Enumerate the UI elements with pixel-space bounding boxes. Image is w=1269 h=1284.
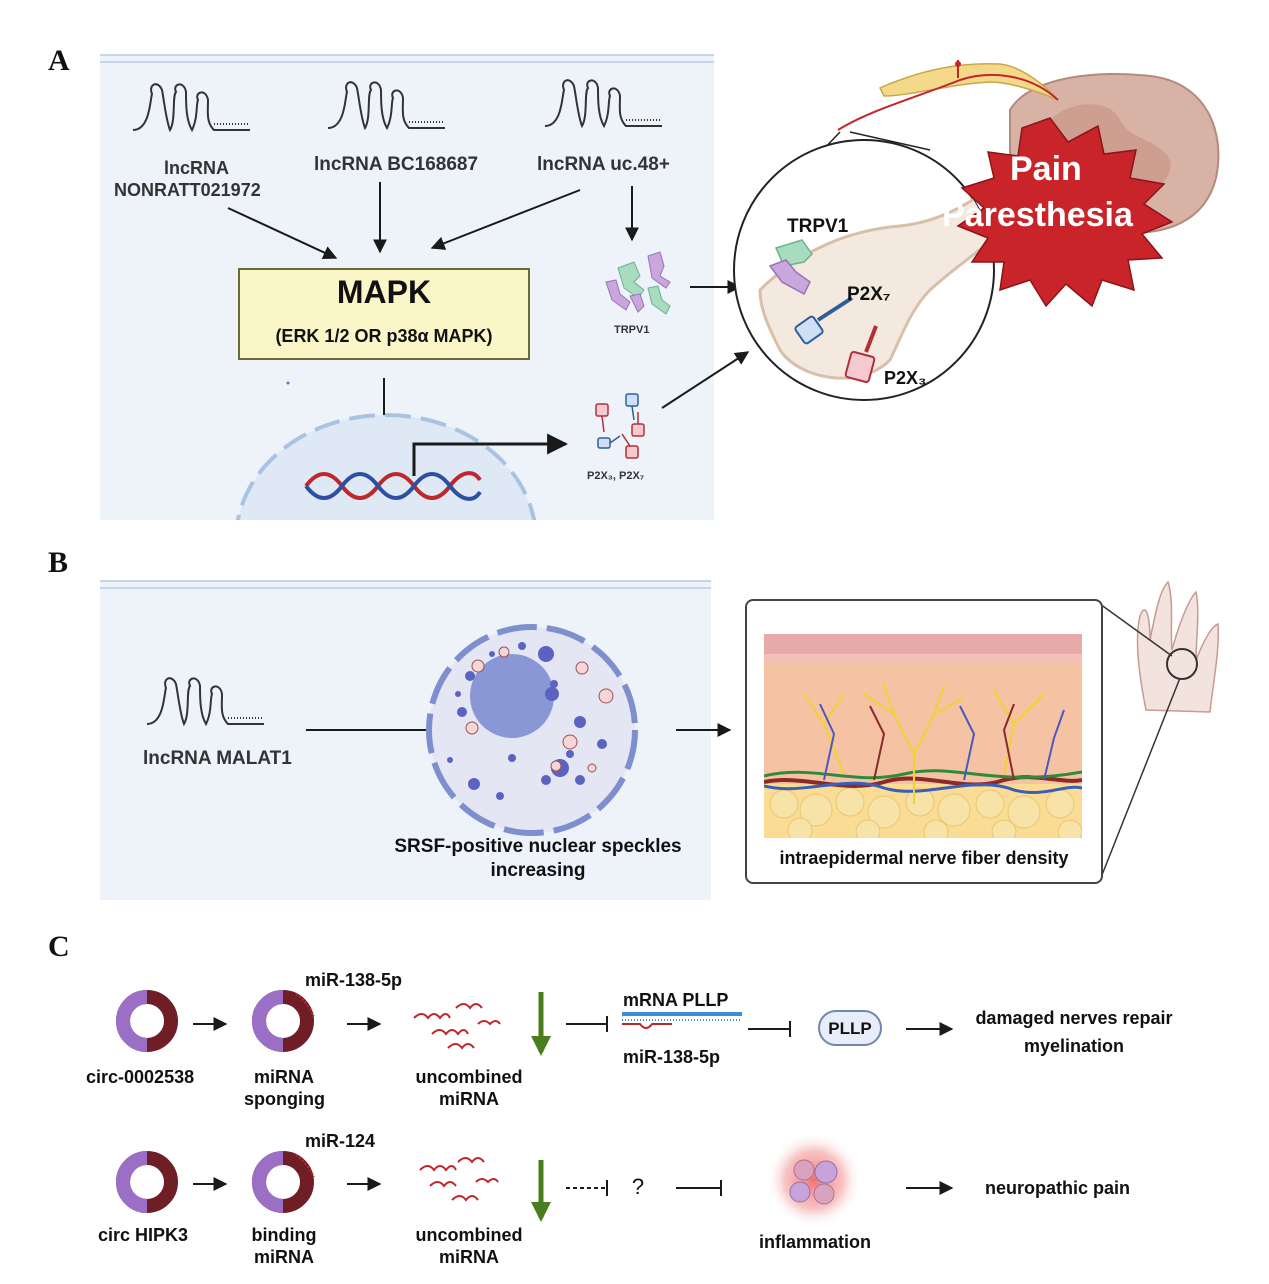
arrow-uc-to-mapk: [430, 189, 581, 250]
mirna-sponging-label-2: sponging: [244, 1089, 325, 1109]
nucleus-icon: [235, 413, 537, 520]
inflammation-label: inflammation: [758, 1232, 871, 1252]
speckles-label-2: increasing: [490, 860, 586, 881]
lncrna-nonratt-icon: [132, 83, 250, 133]
lncrna-uc-label: lncRNA uc.48+: [537, 154, 670, 175]
lncrna-bc-icon: [327, 81, 445, 131]
transcription-arrow: [412, 433, 569, 476]
nerve-density-label: intraepidermal nerve fiber density: [779, 848, 1069, 868]
pllp-pill: [818, 1010, 882, 1046]
mir-124-label: miR-124: [305, 1131, 376, 1151]
arrow-p2x-to-circle: [661, 351, 750, 409]
neuropathic-pain-label: neuropathic pain: [985, 1178, 1131, 1198]
pain-burst-icon: [956, 117, 1174, 308]
p2x3-big-icon: [844, 325, 878, 383]
mirna-sponging-icon: [252, 990, 315, 1052]
pllp-label: PLLP: [828, 1019, 872, 1038]
circ-0002538-icon: [116, 990, 178, 1052]
arrow-nonratt-to-mapk: [227, 207, 338, 260]
mapk-box: [238, 268, 530, 360]
binding-mirna-label-2: miRNA: [253, 1247, 314, 1267]
mrna-pllp-label: mRNA PLLP: [623, 990, 729, 1010]
lncrna-malat1-icon: [146, 677, 264, 727]
uncombined-mirna-cluster-2: [419, 1157, 499, 1202]
panel-letter-c: C: [48, 930, 70, 963]
trpv1-big-icon: [768, 239, 813, 296]
paw-icon: [1136, 580, 1220, 713]
p2x7-big-icon: [794, 296, 854, 345]
lncrna-malat1-label: lncRNA MALAT1: [143, 748, 292, 769]
p2x7-big-label: P2X₇: [847, 284, 891, 305]
mirna-sponging-label-1: miRNA: [253, 1067, 314, 1087]
pain-label: Pain: [1010, 150, 1082, 188]
sensory-neuron-icon: [837, 60, 1059, 131]
lncrna-bc-label: lncRNA BC168687: [314, 154, 479, 175]
mapk-subtitle: (ERK 1/2 OR p38α MAPK): [275, 326, 493, 346]
inflammation-icon: [766, 1132, 862, 1228]
mir-138-top-label: miR-138-5p: [305, 970, 403, 990]
mrna-pllp-icon: [622, 1012, 742, 1029]
uncombined-2-label-1: uncombined: [415, 1225, 523, 1245]
trpv1-small-icon: [605, 251, 671, 315]
uncombined-2-label-2: miRNA: [438, 1247, 499, 1267]
trpv1-small-label: TRPV1: [614, 324, 650, 336]
paresthesia-label: Paresthesia: [942, 196, 1133, 234]
unknown-question-mark: ?: [631, 1174, 645, 1199]
circ-hipk3-icon: [116, 1151, 178, 1213]
uncombined-1-label-1: uncombined: [415, 1067, 523, 1087]
outcome-1-label-2: myelination: [1023, 1036, 1125, 1056]
lncrna-nonratt-label-2: NONRATT021972: [114, 180, 261, 200]
mapk-title: MAPK: [336, 274, 432, 310]
dna-icon: [304, 471, 482, 501]
circ-hipk3-label: circ HIPK3: [98, 1225, 189, 1245]
p2x3-big-label: P2X₃: [884, 368, 927, 388]
circ-0002538-label: circ-0002538: [86, 1067, 195, 1087]
binding-mirna-label-1: binding: [251, 1225, 317, 1245]
uncombined-mirna-cluster-1: [413, 1003, 501, 1050]
panel-letter-a: A: [48, 44, 70, 77]
speckles-label-1: SRSF-positive nuclear speckles: [394, 836, 682, 857]
outcome-1-label-1: damaged nerves repair: [975, 1008, 1173, 1028]
p2x-small-label: P2X₃, P2X₇: [587, 470, 645, 482]
p2x-small-icon: [595, 393, 645, 459]
mir-138-bottom-label: miR-138-5p: [623, 1047, 721, 1067]
lncrna-nonratt-label-1: lncRNA: [164, 158, 230, 178]
panel-letter-b: B: [48, 546, 69, 579]
skin-section-icon: [764, 634, 1082, 838]
nuclear-speckles-cell-icon: [426, 624, 638, 836]
lncrna-uc-icon: [544, 79, 662, 129]
trpv1-big-label: TRPV1: [787, 216, 849, 237]
binding-mirna-icon: [252, 1151, 315, 1213]
uncombined-1-label-2: miRNA: [438, 1089, 499, 1109]
